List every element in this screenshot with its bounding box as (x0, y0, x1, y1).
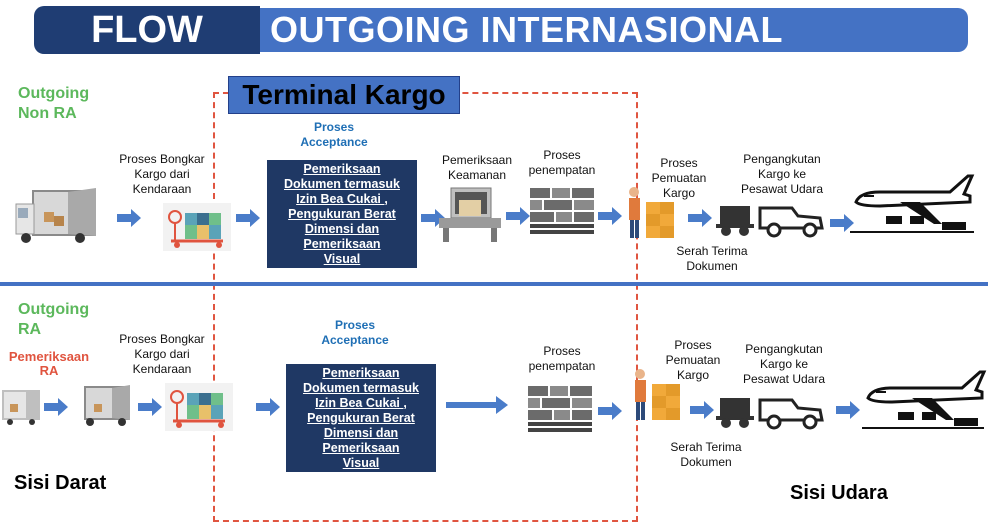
ra-check-truck-icon (2, 390, 40, 425)
row2-handover-label: Serah Terima Dokumen (670, 440, 742, 469)
scale-boxes-icon (165, 383, 233, 431)
row1-handover-label: Serah Terima Dokumen (676, 244, 748, 273)
terminal-kargo-label: Terminal Kargo (228, 76, 460, 114)
scale-boxes-icon (163, 203, 231, 251)
row2-loading-label: Proses Pemuatan Kargo (665, 338, 721, 382)
warehouse-shelves-icon (530, 186, 594, 240)
row2-ra-check-label: Pemeriksaan RA (8, 349, 90, 378)
row1-transport-label: Pengangkutan Kargo ke Pesawat Udara (740, 152, 824, 196)
warehouse-shelves-icon (528, 384, 592, 438)
cargo-tug-icon (716, 398, 824, 430)
land-side-label: Sisi Darat (14, 472, 107, 494)
arrow-icon (598, 207, 622, 225)
arrow-icon (830, 214, 854, 232)
row2-transport-label: Pengangkutan Kargo ke Pesawat Udara (742, 342, 826, 386)
row2-acceptance-title: Proses Acceptance (321, 318, 389, 347)
arrow-icon (836, 401, 860, 419)
worker-boxes-icon (629, 187, 674, 238)
worker-boxes-icon (635, 369, 680, 420)
cargo-tug-icon (716, 206, 824, 238)
header-banner: FLOW OUTGOING INTERNASIONAL (34, 6, 968, 54)
row1-loading-label: Proses Pemuatan Kargo (651, 156, 707, 200)
header-title: OUTGOING INTERNASIONAL (260, 8, 968, 52)
arrow-icon (598, 402, 622, 420)
arrow-long-icon (446, 396, 508, 414)
arrow-icon (690, 401, 714, 419)
row1-placement-label: Proses penempatan (528, 148, 596, 177)
truck-icon (84, 385, 130, 426)
arrow-icon (506, 207, 530, 225)
air-side-label: Sisi Udara (790, 482, 888, 504)
arrow-icon (688, 209, 712, 227)
arrow-icon (256, 398, 280, 416)
header-flow-label: FLOW (34, 6, 260, 54)
row1-unloading-label: Proses Bongkar Kargo dari Kendaraan (119, 152, 205, 196)
arrow-icon (117, 209, 141, 227)
airplane-icon (850, 174, 975, 233)
arrow-icon (138, 398, 162, 416)
row1-category: Outgoing Non RA (18, 85, 90, 122)
row2-acceptance-box: Pemeriksaan Dokumen termasuk Izin Bea Cu… (286, 364, 436, 472)
row2-category: Outgoing RA (18, 301, 90, 338)
row1-acceptance-title: Proses Acceptance (300, 120, 368, 149)
row2-placement-label: Proses penempatan (528, 344, 596, 373)
truck-icon (15, 188, 96, 243)
arrow-icon (236, 209, 260, 227)
row1-security-label: Pemeriksaan Keamanan (441, 153, 513, 182)
row2-unloading-label: Proses Bongkar Kargo dari Kendaraan (119, 332, 205, 376)
row1-acceptance-box: Pemeriksaan Dokumen termasuk Izin Bea Cu… (267, 160, 417, 268)
airplane-icon (862, 370, 987, 429)
row-divider (0, 282, 988, 286)
arrow-icon (44, 398, 68, 416)
xray-scanner-icon (439, 187, 501, 242)
